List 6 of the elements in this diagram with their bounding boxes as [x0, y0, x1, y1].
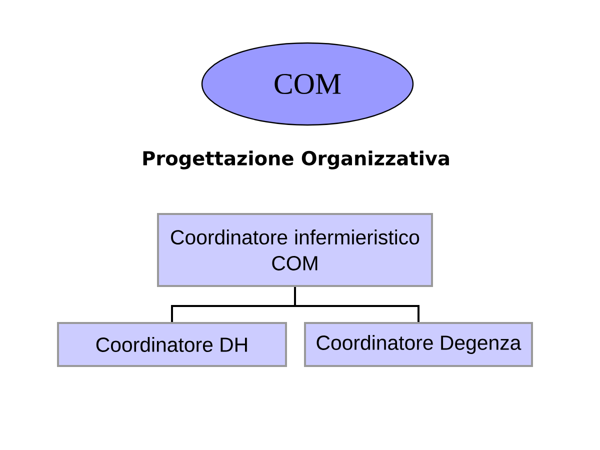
org-box: Coordinatore infermieristico COM: [157, 212, 433, 287]
org-box: Coordinatore DH: [57, 322, 287, 367]
org-box: Coordinatore Degenza: [304, 322, 533, 367]
title: Progettazione Organizzativa: [143, 150, 449, 170]
connector-line: [294, 286, 420, 322]
oval-node: COM: [201, 42, 414, 126]
